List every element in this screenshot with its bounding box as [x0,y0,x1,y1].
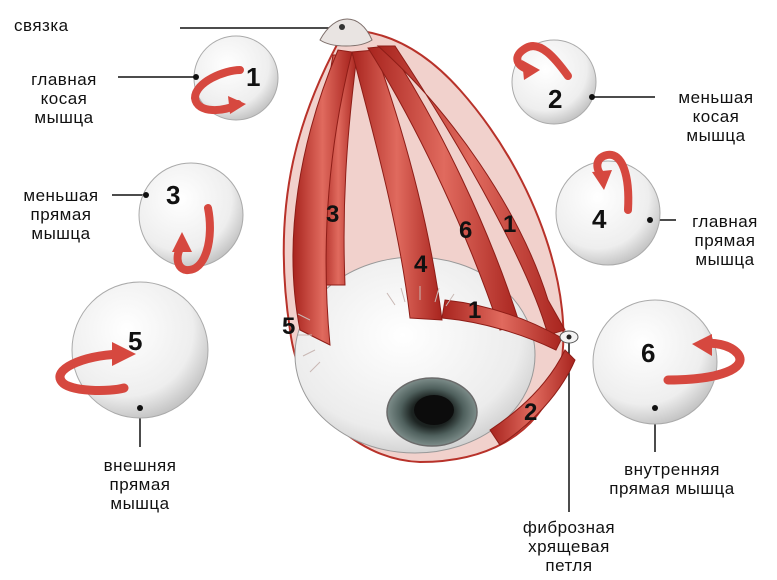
muscle-number-2: 2 [524,399,537,426]
label-superior-oblique: главная косая мышца [10,70,118,127]
label-inferior-rectus-line-1: меньшая [8,186,114,205]
muscle-number-1-lower: 1 [468,297,481,324]
label-medial-rectus: внутренняя прямая мышца [574,460,770,498]
label-inferior-rectus-line-2: прямая [8,205,114,224]
ball-6: 6 [593,300,740,424]
ball-2: 2 [512,40,596,124]
label-trochlea-line-2: хрящевая [494,537,644,556]
ball-1: 1 [193,36,278,120]
muscle-number-4: 4 [414,251,428,278]
label-superior-rectus-line-2: прямая [676,231,774,250]
label-medial-rectus-line-1: внутренняя [574,460,770,479]
label-lateral-rectus: внешняя прямая мышца [82,456,198,513]
ball-number-3: 3 [166,180,180,210]
pupil [414,395,454,425]
muscle-number-1-upper: 1 [503,211,516,238]
ball-3: 3 [139,163,243,270]
label-inferior-rectus: меньшая прямая мышца [8,186,114,243]
label-trochlea: фиброзная хрящевая петля [494,518,644,575]
label-lateral-rectus-line-2: прямая [82,475,198,494]
muscle-number-5: 5 [282,313,295,340]
ball-number-1: 1 [246,62,260,92]
muscle-number-3: 3 [326,201,339,228]
label-lateral-rectus-line-1: внешняя [82,456,198,475]
ball-4: 4 [556,155,660,265]
label-inferior-oblique: меньшая косая мышца [660,88,772,145]
label-superior-rectus-line-3: мышца [676,250,774,269]
label-superior-oblique-line-3: мышца [10,108,118,127]
muscle-number-6: 6 [459,217,472,244]
label-inferior-oblique-line-1: меньшая [660,88,772,107]
label-inferior-oblique-line-3: мышца [660,126,772,145]
label-superior-oblique-line-2: косая [10,89,118,108]
label-trochlea-line-1: фиброзная [494,518,644,537]
label-trochlea-line-3: петля [494,556,644,575]
ball-number-5: 5 [128,326,142,356]
trochlea-loop [560,331,578,343]
ball-number-2: 2 [548,84,562,114]
ligament-apex [320,19,372,46]
label-medial-rectus-line-2: прямая мышца [574,479,770,498]
label-superior-rectus-line-1: главная [676,212,774,231]
label-inferior-oblique-line-2: косая [660,107,772,126]
ball-5: 5 [60,282,208,418]
label-inferior-rectus-line-3: мышца [8,224,114,243]
ball-number-4: 4 [592,204,607,234]
label-lateral-rectus-line-3: мышца [82,494,198,513]
ball-number-6: 6 [641,338,655,368]
label-superior-oblique-line-1: главная [10,70,118,89]
label-superior-rectus: главная прямая мышца [676,212,774,269]
label-ligament: связка [14,16,69,35]
